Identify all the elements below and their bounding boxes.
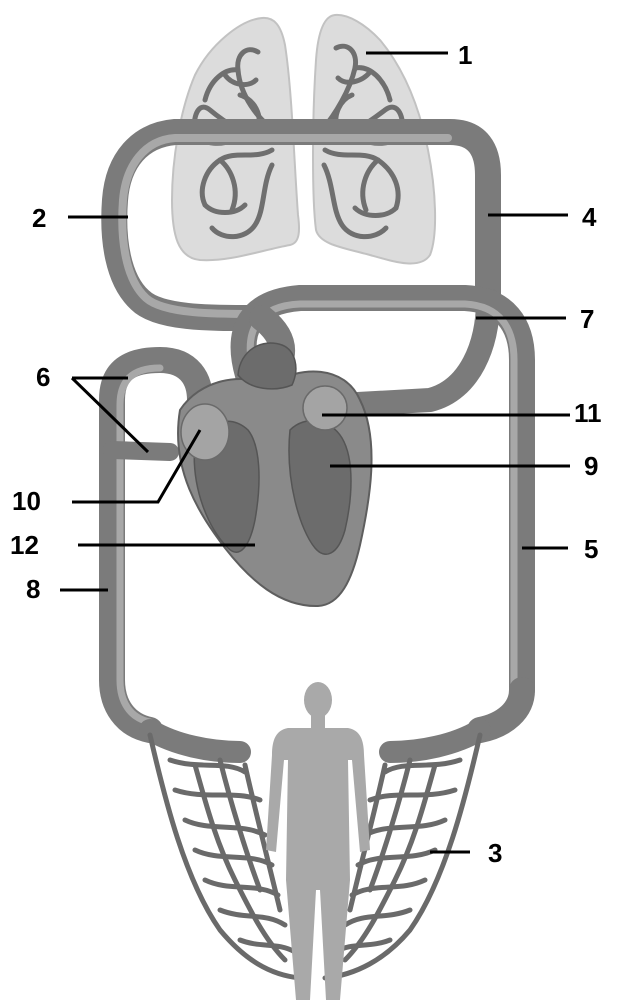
label-9: 9 <box>584 451 598 481</box>
left-atrium <box>303 386 347 430</box>
label-10: 10 <box>12 486 41 516</box>
vessel-6-branch <box>112 450 170 452</box>
label-7: 7 <box>580 304 594 334</box>
label-4: 4 <box>582 202 597 232</box>
label-8: 8 <box>26 574 40 604</box>
label-3: 3 <box>488 838 502 868</box>
vessel-4-pulmonary-vein <box>340 300 488 405</box>
label-1: 1 <box>458 40 472 70</box>
label-12: 12 <box>10 530 39 560</box>
label-6: 6 <box>36 362 50 392</box>
label-5: 5 <box>584 534 598 564</box>
label-2: 2 <box>32 203 46 233</box>
label-11: 11 <box>574 398 602 428</box>
